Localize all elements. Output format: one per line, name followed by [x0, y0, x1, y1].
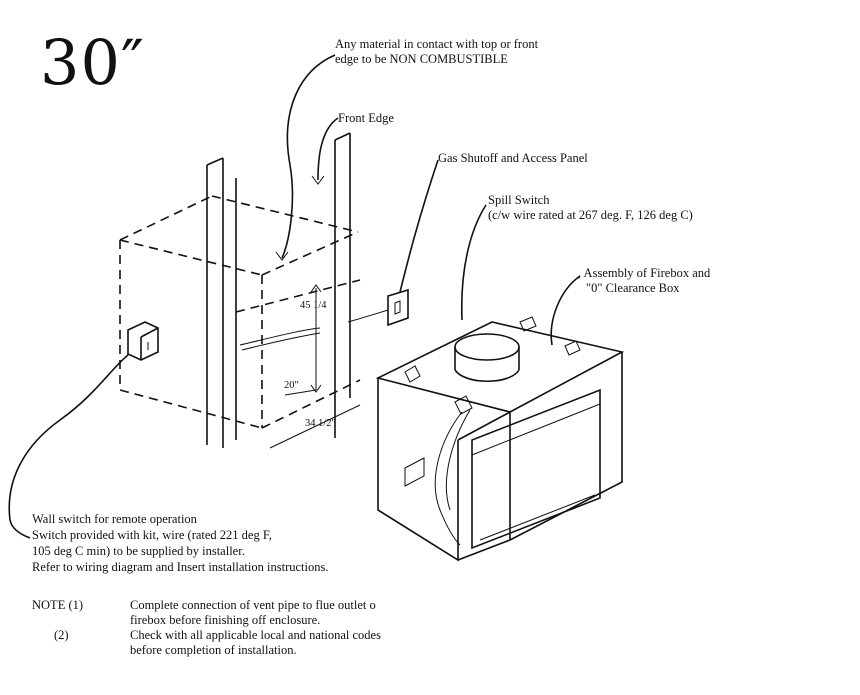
gas-shutoff-panel: [347, 159, 439, 327]
size-heading: 30″: [40, 26, 146, 99]
note-1-line-1: Complete connection of vent pipe to flue…: [130, 598, 376, 612]
noncombustible-line-1: Any material in contact with top or fron…: [335, 37, 539, 51]
wall-switch-line-3: 105 deg C min) to be supplied by install…: [32, 544, 245, 558]
spill-switch-line-1: Spill Switch: [488, 193, 550, 207]
assembly-line-1: , Assembly of Firebox and: [578, 266, 711, 280]
enclosure-outline: [119, 195, 361, 429]
noncombustible-label: Any material in contact with top or fron…: [335, 37, 538, 67]
wall-switch-label: Wall switch for remote operation Switch …: [32, 511, 328, 575]
noncombustible-line-2: edge to be NON COMBUSTIBLE: [335, 52, 508, 66]
note-1: NOTE (1) Complete connection of vent pip…: [32, 598, 381, 628]
wall-switch-box: [127, 321, 159, 361]
assembly-line-2: "0" Clearance Box: [586, 281, 680, 295]
firebox-assembly: [375, 316, 625, 562]
spill-switch-line-2: (c/w wire rated at 267 deg. F, 126 deg C…: [488, 208, 693, 222]
front-edge-label: Front Edge: [338, 111, 394, 125]
wall-switch-wire: [8, 354, 129, 539]
wall-switch-line-1: Wall switch for remote operation: [32, 512, 197, 526]
notes-block: NOTE (1) Complete connection of vent pip…: [32, 598, 381, 658]
leader-lines: [275, 54, 581, 346]
gas-line: [239, 327, 321, 351]
spill-switch-label: Spill Switch (c/w wire rated at 267 deg.…: [488, 193, 693, 223]
note-2-line-1: Check with all applicable local and nati…: [130, 628, 381, 642]
note-1-key: NOTE (1): [32, 598, 84, 612]
note-2: (2) Check with all applicable local and …: [32, 628, 381, 658]
depth-dimension: 20": [284, 380, 299, 391]
wall-switch-line-2: Switch provided with kit, wire (rated 22…: [32, 528, 272, 542]
framing-studs: [206, 132, 351, 448]
note-1-line-2: firebox before finishing off enclosure.: [130, 613, 321, 627]
wall-switch-line-4: Refer to wiring diagram and Insert insta…: [32, 560, 329, 574]
note-2-key: (2): [54, 628, 69, 642]
height-dimension: 45 1/4: [300, 300, 327, 311]
gas-shutoff-label: Gas Shutoff and Access Panel: [438, 151, 588, 165]
assembly-label: , Assembly of Firebox and "0" Clearance …: [578, 266, 710, 296]
dimension-lines: [269, 284, 361, 449]
note-2-line-2: before completion of installation.: [130, 643, 297, 657]
